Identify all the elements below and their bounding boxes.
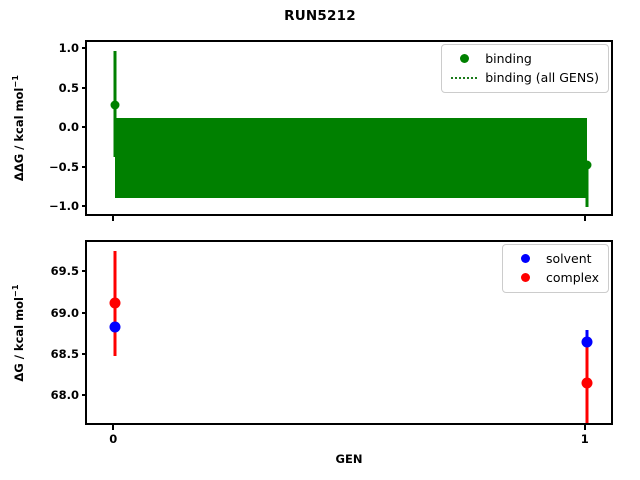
y-tick-label: −1.0	[48, 199, 79, 214]
axis-title: ΔG / kcal mol−1	[10, 283, 26, 382]
x-tick-label: 0	[109, 432, 118, 446]
binding-all-gens-trace	[115, 117, 587, 199]
error-bar	[585, 164, 589, 207]
y-tick	[82, 270, 87, 273]
legend-item-binding[interactable]: binding	[449, 49, 599, 68]
legend-top: binding binding (all GENS)	[441, 44, 609, 93]
y-tick	[82, 165, 87, 168]
dotted-line-icon	[449, 76, 479, 79]
y-tick-label: 69.5	[50, 264, 79, 279]
y-tick	[82, 352, 87, 355]
legend-label: complex	[546, 270, 599, 285]
y-tick-label: 68.0	[50, 388, 79, 403]
y-tick-label: 0.0	[58, 120, 79, 135]
legend-item-complex[interactable]: complex	[510, 268, 599, 287]
y-tick-label: −0.5	[48, 159, 79, 174]
x-tick-label: 1	[580, 432, 589, 446]
data-point[interactable]	[582, 160, 592, 170]
y-tick-label: 1.0	[58, 41, 79, 56]
marker-icon	[510, 254, 540, 263]
y-tick-label: 68.5	[50, 346, 79, 361]
y-tick	[82, 205, 87, 208]
x-tick	[583, 425, 586, 430]
y-tick-label: 69.0	[50, 305, 79, 320]
axis-title: ΔΔG / kcal mol−1	[10, 74, 26, 182]
y-tick	[82, 86, 87, 89]
y-tick	[82, 311, 87, 314]
data-point[interactable]	[581, 377, 593, 389]
legend-label: binding	[485, 51, 532, 66]
x-tick	[112, 425, 115, 430]
page-title: RUN5212	[284, 8, 356, 24]
legend-label: solvent	[546, 251, 592, 266]
x-tick	[112, 216, 115, 221]
legend-item-binding-all-gens[interactable]: binding (all GENS)	[449, 68, 599, 87]
chart-panel-bottom: solvent complex 69.5 69.0 68.5 68.0	[51, 240, 613, 425]
y-tick-label: 0.5	[58, 80, 79, 95]
legend-bottom: solvent complex	[502, 244, 609, 293]
marker-icon	[449, 54, 479, 63]
marker-icon	[510, 273, 540, 282]
y-tick	[82, 394, 87, 397]
data-point[interactable]	[109, 297, 121, 309]
plot-area-bottom	[87, 242, 611, 423]
legend-label: binding (all GENS)	[485, 70, 599, 85]
legend-item-solvent[interactable]: solvent	[510, 249, 599, 268]
x-axis-label: GEN	[335, 452, 363, 466]
x-tick	[583, 216, 586, 221]
chart-panel-top: binding binding (all GENS) 1.0 0.5 0.0 −0.5…	[49, 40, 613, 216]
y-tick	[82, 126, 87, 129]
plot-area-top	[87, 42, 611, 214]
data-point[interactable]	[110, 100, 120, 110]
data-point[interactable]	[109, 321, 121, 333]
data-point[interactable]	[581, 336, 593, 348]
y-tick	[82, 47, 87, 50]
